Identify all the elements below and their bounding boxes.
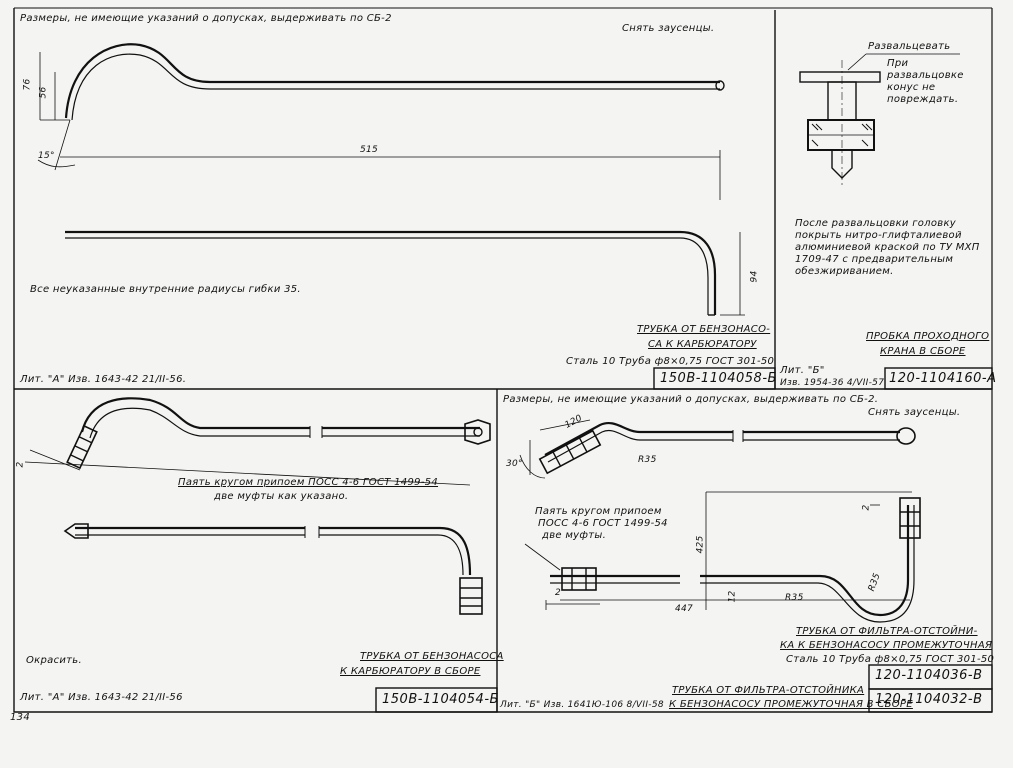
- part-number-a: 150В-1104058-Б: [660, 371, 777, 386]
- tube-c-lower: [75, 526, 472, 576]
- note-solder-d3: две муфты.: [542, 530, 607, 541]
- part-number-b: 120-1104160-А: [889, 371, 997, 386]
- title-a-line2: СА К КАРБЮРАТОРУ: [648, 339, 757, 350]
- title-d1-line2: КА К БЕНЗОНАСОСУ ПРОМЕЖУТОЧНАЯ: [780, 640, 993, 651]
- revision-c: Лит. "А" Изв. 1643-42 21/II-56: [20, 692, 183, 703]
- title-b-line2: КРАНА В СБОРЕ: [880, 346, 966, 357]
- dim-447: 447: [675, 604, 694, 614]
- revision-d: Лит. "Б" Изв. 1641Ю-106 8/VII-58: [500, 700, 664, 710]
- note-tolerances-d: Размеры, не имеющие указаний о допусках,…: [503, 394, 879, 405]
- frame-border: [13, 8, 992, 713]
- dim-r35-a: R35: [638, 455, 657, 465]
- part-number-c: 150В-1104054-Б: [382, 692, 499, 707]
- title-d1-line1: ТРУБКА ОТ ФИЛЬТРА-ОТСТОЙНИ-: [796, 626, 978, 637]
- note-paint-c: Окрасить.: [26, 655, 82, 666]
- note-solder-c: Паять кругом припоем ПОСС 4-6 ГОСТ 1499-…: [178, 477, 439, 488]
- revision-b-line2: Изв. 1954-36 4/VII-57: [780, 378, 885, 388]
- part-number-box-b: [884, 367, 993, 390]
- note-deburr-a: Снять заусенцы.: [622, 23, 715, 34]
- dim-r35-b: R35: [785, 593, 804, 603]
- dim-56: 56: [38, 86, 49, 99]
- coupling-d2: [561, 567, 597, 591]
- dim-2-c: 2: [15, 461, 26, 468]
- material-a: Сталь 10 Труба ф8×0,75 ГОСТ 301-50: [566, 356, 775, 367]
- tube-d-upper: [544, 422, 900, 456]
- revision-b-line1: Лит. "Б": [780, 365, 825, 376]
- revision-a: Лит. "А" Изв. 1643-42 21/II-56.: [20, 374, 187, 385]
- title-c-line2: К КАРБЮРАТОРУ В СБОРЕ: [340, 666, 481, 677]
- title-d2-line1: ТРУБКА ОТ ФИЛЬТРА-ОТСТОЙНИКА: [672, 685, 865, 696]
- note-paint-b: После развальцовки головку покрыть нитро…: [795, 218, 980, 277]
- coupling-d3: [899, 497, 921, 539]
- note-couplings-c: две муфты как указано.: [214, 491, 349, 502]
- title-d2-line2: К БЕНЗОНАСОСУ ПРОМЕЖУТОЧНАЯ В СБОРЕ: [669, 699, 913, 710]
- dim-2-d-b: 2: [555, 588, 562, 598]
- note-solder-d1: Паять кругом припоем: [535, 506, 662, 517]
- part-number-d1: 120-1104036-В: [875, 668, 983, 683]
- tube-c-upper: [80, 397, 480, 433]
- title-a-line1: ТРУБКА ОТ БЕНЗОНАСО-: [637, 324, 771, 335]
- note-tolerances-a: Размеры, не имеющие указаний о допусках,…: [20, 13, 392, 24]
- tube-a-lower: [65, 230, 717, 315]
- title-b-line1: ПРОБКА ПРОХОДНОГО: [866, 331, 990, 342]
- part-number-box-a: [653, 367, 776, 390]
- dim-76: 76: [22, 78, 33, 91]
- note-deburr-d: Снять заусенцы.: [868, 407, 961, 418]
- coupling-c2: [459, 577, 483, 615]
- title-c-line1: ТРУБКА ОТ БЕНЗОНАСОСА: [360, 651, 504, 662]
- material-d: Сталь 10 Труба ф8×0,75 ГОСТ 301-50: [786, 654, 995, 665]
- part-number-box-d2: [868, 688, 993, 713]
- note-flare: Развальцевать: [868, 41, 951, 52]
- part-number-box-c: [375, 687, 498, 713]
- dim-12: 12: [727, 590, 738, 603]
- dim-2-d-a: 2: [861, 504, 872, 511]
- tube-a-upper: [64, 43, 720, 119]
- note-solder-d2: ПОСС 4-6 ГОСТ 1499-54: [538, 518, 668, 529]
- dim-15deg: 15°: [38, 151, 55, 161]
- coupling-d1: [538, 429, 602, 475]
- page-number: 134: [10, 712, 30, 723]
- coupling-c1: [66, 424, 98, 470]
- dim-94: 94: [749, 270, 760, 283]
- flare-plug-drawing: [799, 53, 960, 185]
- note-cone: При развальцовке конус не повреждать.: [887, 58, 964, 105]
- dim-425: 425: [695, 535, 706, 554]
- part-number-d2: 120-1104032-В: [875, 692, 983, 707]
- note-radii: Все неуказанные внутренние радиусы гибки…: [30, 284, 301, 295]
- dim-30deg: 30°: [506, 459, 523, 469]
- dim-515: 515: [360, 145, 379, 155]
